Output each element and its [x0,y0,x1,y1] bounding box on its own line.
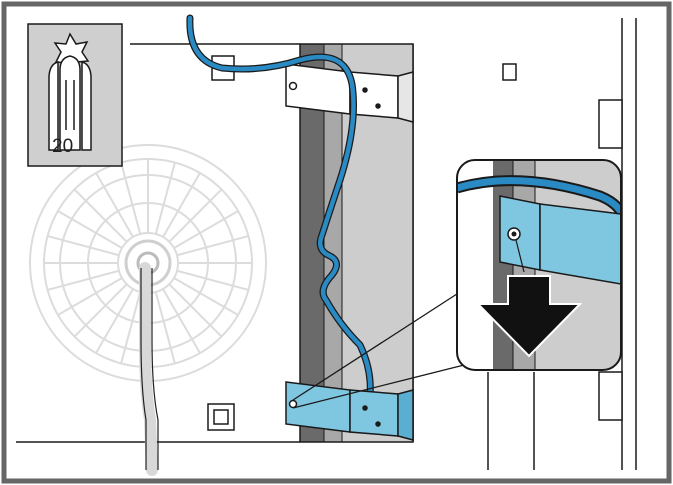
fan-spoke [47,269,120,291]
fan-spoke [176,235,249,257]
arrow-down-icon [475,275,583,358]
top-bracket [285,63,414,123]
fan-spoke [154,291,176,364]
fan-spoke [47,235,120,257]
fan-spoke [176,269,249,291]
torx-size-label: 20 [52,136,73,157]
fan-spoke [57,210,123,249]
fan-spoke [73,188,128,243]
housing-clip [502,63,517,81]
housing-socket [207,403,235,431]
fan-spoke [168,188,223,243]
power-cord [139,262,158,476]
housing-slot [598,99,623,149]
torx-tool-inset: 20 [27,23,123,167]
fan-spoke [162,172,201,238]
fan-spoke [120,291,142,364]
callout-leader [292,291,477,409]
fan-spoke [95,172,134,238]
fan-spoke [120,162,142,235]
fan-spoke [154,162,176,235]
fan-spoke [168,283,223,338]
power-cord-outline [140,268,159,470]
fan-spoke [173,277,239,316]
fan-spoke [57,277,123,316]
fan-spoke [162,288,201,354]
blue-cable-fill [187,15,373,398]
housing-slot [598,371,623,421]
torx-screwdriver-icon [48,32,92,151]
fan-spoke [173,210,239,249]
fan-spoke [73,283,128,338]
fan-spoke [95,288,134,354]
